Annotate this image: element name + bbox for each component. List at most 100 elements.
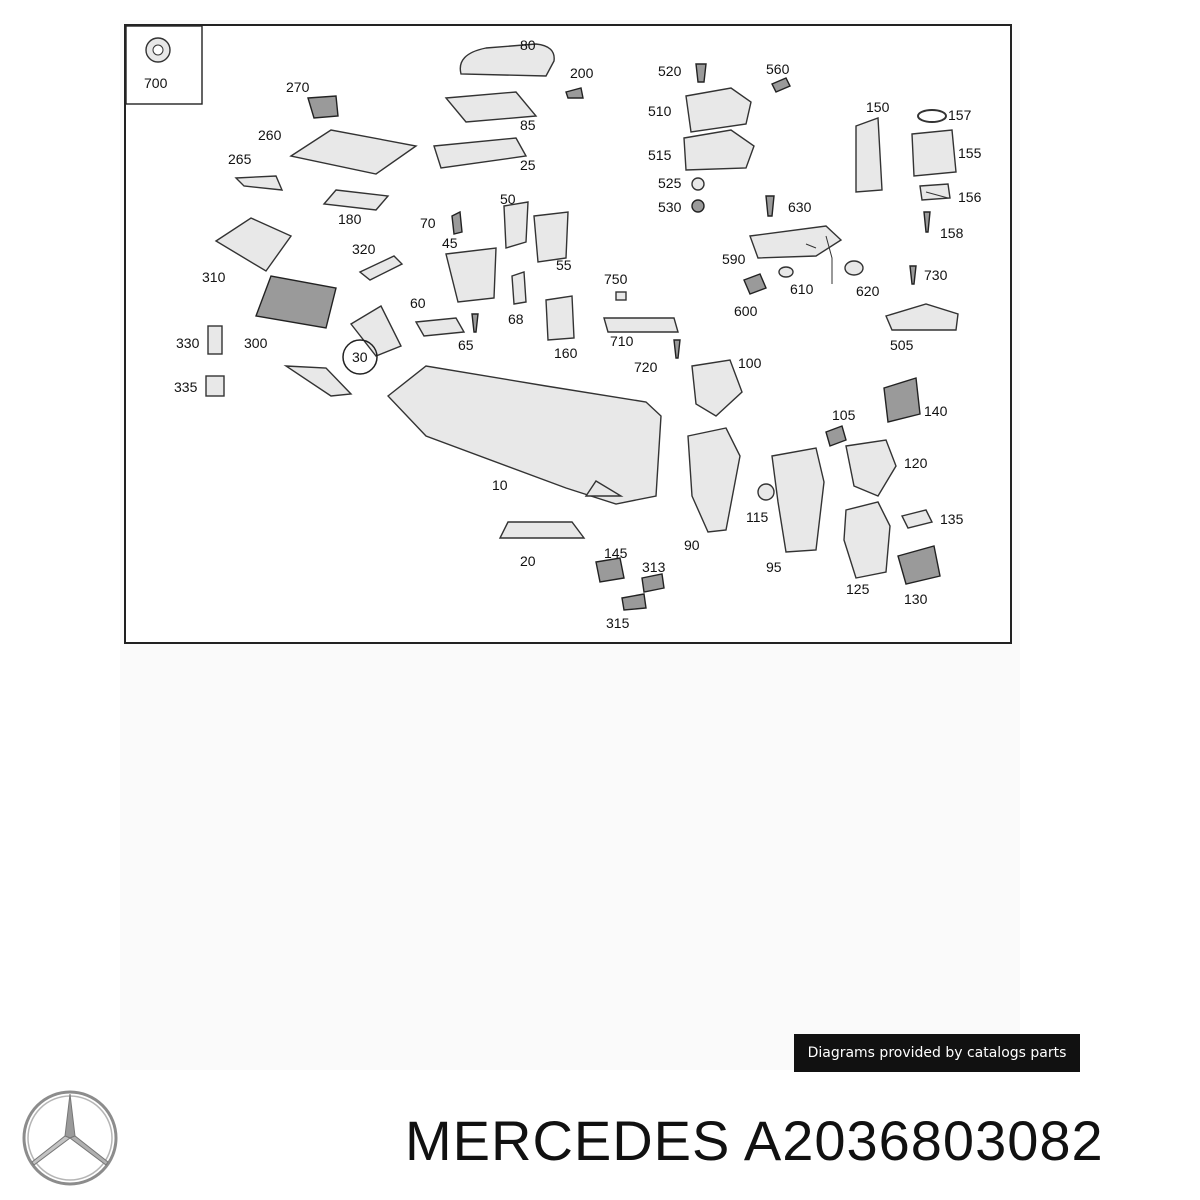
callout-515: 515 <box>648 147 672 163</box>
part-130 <box>897 545 941 585</box>
callout-45: 45 <box>442 235 458 251</box>
callout-710: 710 <box>610 333 634 349</box>
callout-160: 160 <box>554 345 578 361</box>
callout-90: 90 <box>684 537 700 553</box>
part-160 <box>545 295 575 341</box>
callout-115: 115 <box>746 509 769 525</box>
callout-158: 158 <box>940 225 964 241</box>
callout-30-ring <box>342 339 378 375</box>
part-55 <box>533 211 569 263</box>
bolt-600 <box>743 273 767 295</box>
part-30-lower <box>283 365 353 397</box>
part-100 <box>691 359 743 417</box>
callout-55: 55 <box>556 257 572 273</box>
callout-80: 80 <box>520 37 536 53</box>
callout-60: 60 <box>410 295 426 311</box>
part-90 <box>687 427 741 533</box>
callout-85: 85 <box>520 117 536 133</box>
callout-95: 95 <box>766 559 782 575</box>
part-30 <box>349 305 402 357</box>
part-270 <box>307 95 339 119</box>
part-60 <box>414 317 466 337</box>
callout-313: 313 <box>642 559 666 575</box>
callout-560: 560 <box>766 61 790 77</box>
callout-25: 25 <box>520 157 536 173</box>
part-50 <box>503 201 529 249</box>
part-315 <box>621 593 647 611</box>
callout-270: 270 <box>286 79 310 95</box>
part-number: A2036803082 <box>743 1109 1104 1172</box>
part-95 <box>771 447 825 553</box>
part-330 <box>207 325 223 355</box>
callout-600: 600 <box>734 303 758 319</box>
part-180 <box>322 189 390 211</box>
callout-530: 530 <box>658 199 682 215</box>
callout-100: 100 <box>738 355 762 371</box>
callout-105: 105 <box>832 407 856 423</box>
callout-260: 260 <box>258 127 282 143</box>
bolt-630 <box>765 195 775 217</box>
callout-525: 525 <box>658 175 682 191</box>
callout-180: 180 <box>338 211 362 227</box>
bolt-105 <box>825 425 847 447</box>
part-515 <box>683 129 755 171</box>
part-20 <box>498 521 586 539</box>
callout-505: 505 <box>890 337 914 353</box>
callout-510: 510 <box>648 103 672 119</box>
part-125 <box>843 501 891 579</box>
brand-part-number: MERCEDES A2036803082 <box>405 1108 1104 1173</box>
callout-700: 700 <box>144 75 168 91</box>
part-85 <box>444 91 538 123</box>
callout-120: 120 <box>904 455 928 471</box>
callout-750: 750 <box>604 271 628 287</box>
callout-610: 610 <box>790 281 814 297</box>
callout-150: 150 <box>866 99 890 115</box>
callout-620: 620 <box>856 283 880 299</box>
part-135 <box>900 509 934 529</box>
callout-310: 310 <box>202 269 226 285</box>
inset-box-700 <box>126 26 203 105</box>
callout-730: 730 <box>924 267 948 283</box>
part-590 <box>749 225 843 259</box>
brand-name: MERCEDES <box>405 1109 731 1172</box>
callout-315: 315 <box>606 615 630 631</box>
ring-157 <box>917 109 947 123</box>
callout-200: 200 <box>570 65 594 81</box>
part-510 <box>685 87 752 133</box>
part-45 <box>445 247 497 303</box>
callout-145: 145 <box>604 545 628 561</box>
washer-610 <box>778 266 794 278</box>
part-320 <box>358 255 404 281</box>
part-155 <box>911 129 957 177</box>
screw-65 <box>471 313 479 333</box>
nut-530 <box>691 199 705 213</box>
part-265 <box>234 175 284 191</box>
mercedes-star-logo <box>22 1090 118 1186</box>
part-70 <box>451 210 463 235</box>
part-505 <box>885 303 959 331</box>
screw-520 <box>695 63 707 83</box>
callout-265: 265 <box>228 151 252 167</box>
part-10 <box>386 365 662 505</box>
washer-525 <box>691 177 705 191</box>
part-68 <box>511 271 527 305</box>
callout-157: 157 <box>948 107 972 123</box>
screw-730 <box>909 265 917 285</box>
part-25 <box>433 137 528 169</box>
callout-520: 520 <box>658 63 682 79</box>
callout-140: 140 <box>924 403 948 419</box>
part-335 <box>205 375 225 397</box>
callout-10: 10 <box>492 477 508 493</box>
part-300 <box>255 275 337 329</box>
part-150 <box>855 117 883 193</box>
callout-130: 130 <box>904 591 928 607</box>
part-145 <box>595 557 625 583</box>
callout-156: 156 <box>958 189 982 205</box>
callout-68: 68 <box>508 311 524 327</box>
part-115 <box>757 483 775 501</box>
callout-320: 320 <box>352 241 376 257</box>
part-310 <box>214 217 293 272</box>
washer-620 <box>844 260 864 276</box>
